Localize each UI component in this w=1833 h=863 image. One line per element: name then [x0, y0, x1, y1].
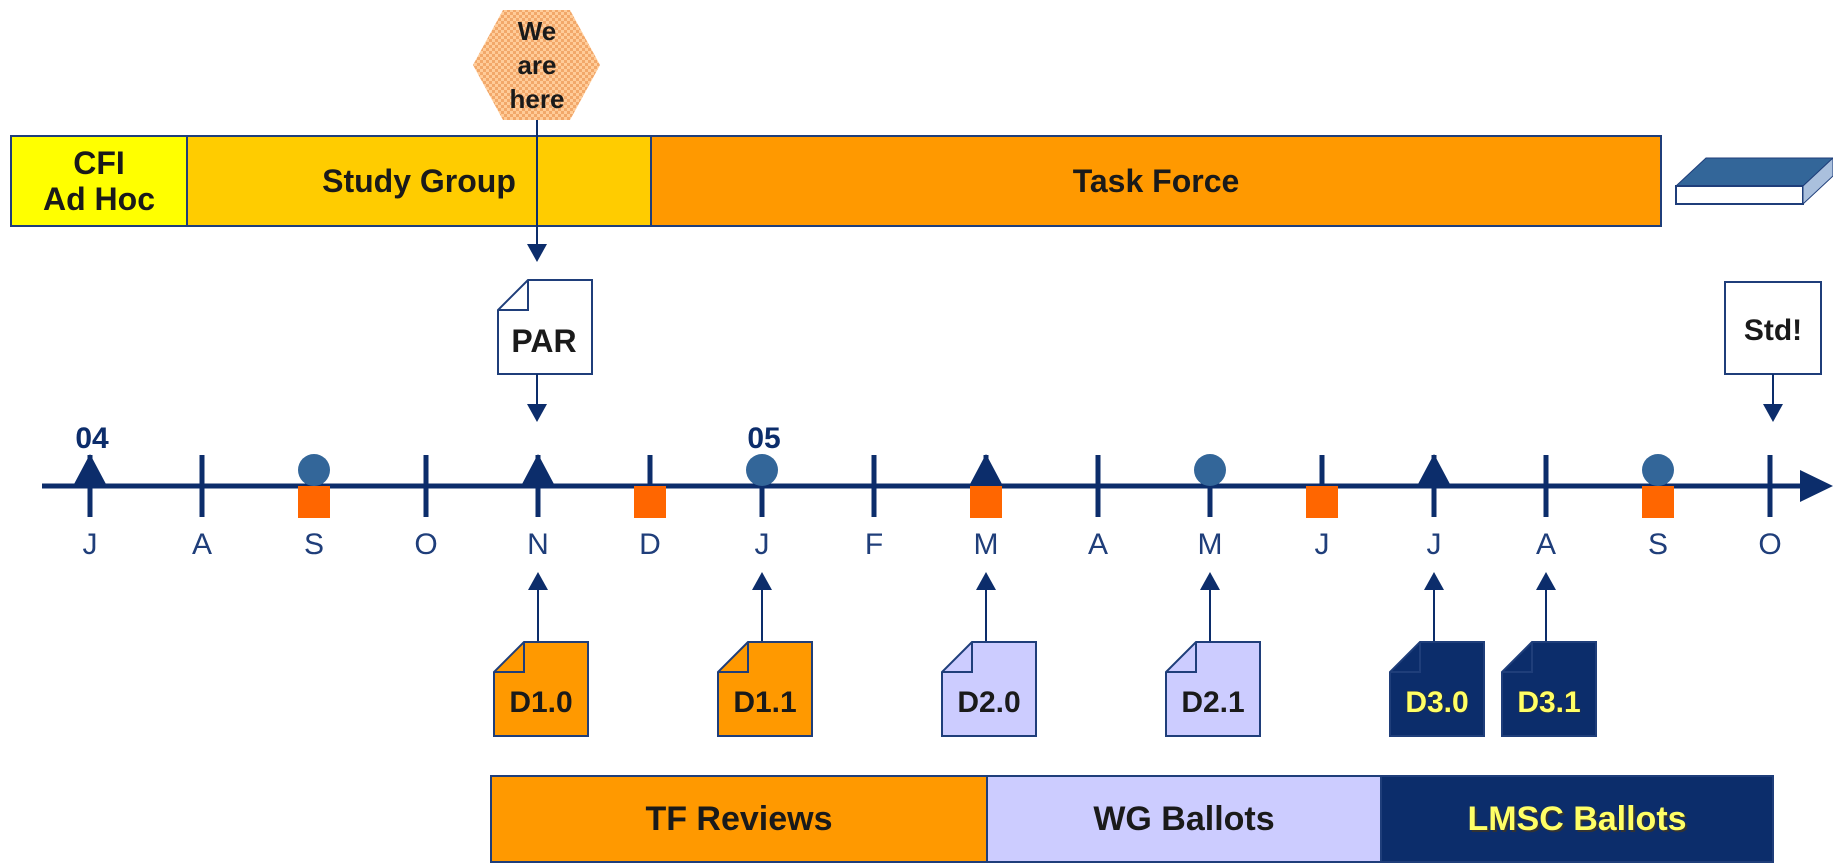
- draft-document-shape: [493, 641, 589, 737]
- draft-document-d1-1: D1.1: [717, 572, 813, 737]
- orange-square-marker: [970, 486, 1002, 518]
- phase-task-force: Task Force: [650, 135, 1662, 227]
- band-wg-ballots-label: WG Ballots: [1093, 799, 1275, 838]
- draft-document-d2-0: D2.0: [941, 572, 1037, 737]
- draft-document-shape: [941, 641, 1037, 737]
- callout-arrowhead: [527, 244, 547, 262]
- triangle-marker: [1417, 454, 1451, 486]
- phase-study-group: Study Group: [186, 135, 652, 227]
- month-label: J: [1315, 528, 1330, 561]
- draft-document-label: D3.0: [1405, 686, 1468, 719]
- phase-task-force-label: Task Force: [1072, 163, 1240, 199]
- draft-document-d2-1: D2.1: [1165, 572, 1261, 737]
- par-document: PAR: [497, 279, 593, 422]
- month-label: J: [83, 528, 98, 561]
- circle-marker: [1194, 454, 1226, 486]
- draft-document-shape: [717, 641, 813, 737]
- band-tf-reviews-label: TF Reviews: [645, 799, 833, 838]
- triangle-marker: [73, 454, 107, 486]
- circle-marker: [746, 454, 778, 486]
- draft-arrowhead: [1536, 572, 1556, 590]
- phase-cfi-ad-hoc-label: CFI Ad Hoc: [43, 145, 155, 217]
- timeline-axis-arrow: [1800, 470, 1833, 502]
- month-label: N: [527, 528, 549, 561]
- callout-line-3: here: [510, 84, 565, 114]
- orange-square-marker: [298, 486, 330, 518]
- std-box-shape: [1724, 281, 1822, 375]
- callout-hexagon: [473, 10, 600, 120]
- draft-document-label: D2.0: [957, 686, 1020, 719]
- draft-document-d3-0: D3.0: [1389, 572, 1485, 737]
- draft-document-fold: [1502, 642, 1533, 673]
- year-label: 05: [747, 422, 780, 455]
- draft-arrowhead: [752, 572, 772, 590]
- band-lmsc-ballots: LMSC Ballots: [1380, 775, 1774, 863]
- draft-document-label: D1.1: [733, 686, 796, 719]
- phase-study-group-label: Study Group: [322, 163, 516, 199]
- std-box: Std!: [1724, 281, 1822, 422]
- we-are-here-callout: We are here: [473, 10, 600, 262]
- par-label: PAR: [511, 323, 576, 359]
- draft-document-shape: [1501, 641, 1597, 737]
- draft-document-label: D1.0: [509, 686, 572, 719]
- draft-arrowhead: [976, 572, 996, 590]
- draft-document-fold: [1390, 642, 1421, 673]
- draft-document-label: D3.1: [1517, 686, 1580, 719]
- month-label: S: [1648, 528, 1668, 561]
- std-label: Std!: [1744, 314, 1802, 347]
- triangle-marker: [521, 454, 555, 486]
- month-label: A: [192, 528, 212, 561]
- callout-line-1: We: [518, 16, 557, 46]
- draft-document-fold: [494, 642, 525, 673]
- draft-document-d3-1: D3.1: [1501, 572, 1597, 737]
- triangle-marker: [969, 454, 1003, 486]
- orange-square-marker: [1642, 486, 1674, 518]
- month-label: M: [974, 528, 999, 561]
- draft-document-d1-0: D1.0: [493, 572, 589, 737]
- orange-square-marker: [1306, 486, 1338, 518]
- draft-document-shape: [1389, 641, 1485, 737]
- orange-square-marker: [634, 486, 666, 518]
- draft-arrowhead: [1424, 572, 1444, 590]
- month-label: O: [1758, 528, 1781, 561]
- month-label: J: [755, 528, 770, 561]
- par-document-shape: [497, 279, 593, 375]
- month-label: A: [1088, 528, 1108, 561]
- month-label: J: [1427, 528, 1442, 561]
- month-label: M: [1198, 528, 1223, 561]
- phase-cfi-ad-hoc: CFI Ad Hoc: [10, 135, 188, 227]
- band-lmsc-ballots-label: LMSC Ballots: [1467, 799, 1687, 838]
- month-label: O: [414, 528, 437, 561]
- callout-line-2: are: [517, 50, 556, 80]
- month-label: F: [865, 528, 883, 561]
- circle-marker: [298, 454, 330, 486]
- month-label: A: [1536, 528, 1556, 561]
- draft-document-fold: [718, 642, 749, 673]
- draft-arrowhead: [528, 572, 548, 590]
- month-label: S: [304, 528, 324, 561]
- month-label: D: [639, 528, 661, 561]
- book-icon: [1674, 157, 1833, 206]
- draft-document-shape: [1165, 641, 1261, 737]
- band-tf-reviews: TF Reviews: [490, 775, 988, 863]
- draft-document-label: D2.1: [1181, 686, 1244, 719]
- circle-marker: [1642, 454, 1674, 486]
- draft-document-fold: [942, 642, 973, 673]
- year-label: 04: [75, 422, 109, 455]
- draft-arrowhead: [1200, 572, 1220, 590]
- draft-document-fold: [1166, 642, 1197, 673]
